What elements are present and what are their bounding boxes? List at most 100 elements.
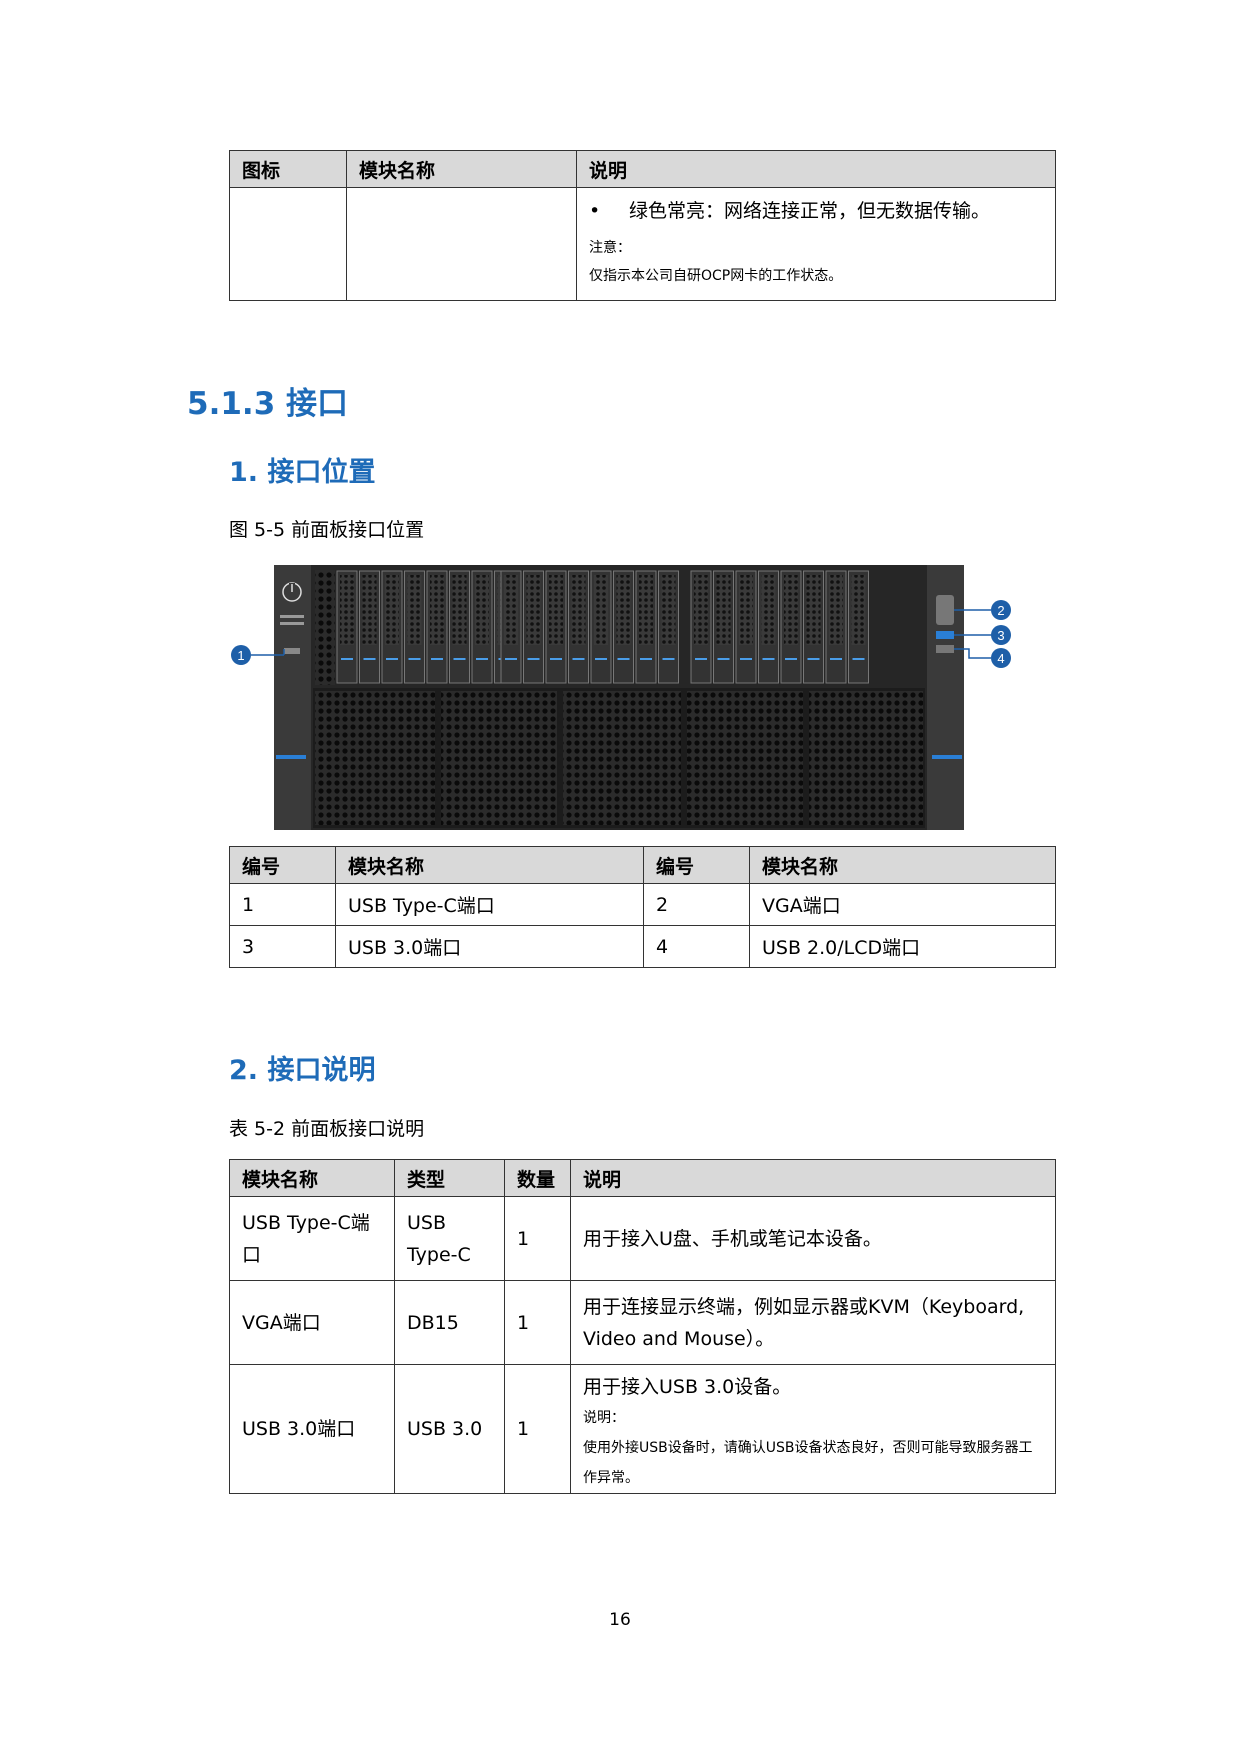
callout-label: 4 [997, 651, 1004, 666]
drive-caddy-grille [716, 575, 731, 645]
cell-module-name: USB Type-C端口 [229, 1196, 395, 1281]
interface-description-table: 模块名称 类型 数量 说明 USB Type-C端口 USB Type-C 1 … [229, 1159, 1056, 1494]
bay-side-grille [315, 570, 335, 685]
note-text: 仅指示本公司自研OCP网卡的工作状态。 [589, 268, 843, 284]
description-text: 用于接入USB 3.0设备。 [583, 1376, 792, 1398]
callout-4: 4 [954, 648, 1011, 668]
cell-module-name: VGA端口 [749, 883, 1056, 926]
fan-grille [563, 691, 681, 825]
drive-led [431, 658, 443, 660]
usb-type-c-port [284, 648, 300, 654]
drive-caddy-grille [829, 575, 843, 645]
drive-led [717, 658, 730, 660]
front-panel-figure: 1 2 3 4 [231, 565, 1011, 830]
drive-caddy-grille [851, 575, 866, 645]
note-title: 注意： [589, 240, 631, 256]
table-header-row: 编号 模块名称 编号 模块名称 [229, 846, 1056, 884]
drive-caddy-grille [739, 575, 753, 645]
callout-3: 3 [954, 625, 1011, 645]
header-module-name: 模块名称 [335, 846, 644, 884]
subsection-heading-location: 1. 接口位置 [229, 457, 376, 488]
bullet-symbol: • [589, 200, 601, 222]
cell-type: USB 3.0 [394, 1364, 505, 1494]
drive-led [572, 658, 585, 660]
cell-description: 用于接入U盘、手机或笔记本设备。 [570, 1196, 1056, 1281]
right-handle-light [932, 755, 962, 759]
drive-led [662, 658, 675, 660]
drive-caddy-grille [761, 575, 776, 645]
cell-module-name [346, 187, 577, 301]
cell-description: 用于接入USB 3.0设备。 说明： 使用外接USB设备时，请确认USB设备状态… [570, 1364, 1056, 1494]
callout-label: 3 [997, 628, 1004, 643]
fan-grille [809, 691, 923, 825]
drive-led [640, 658, 652, 660]
drive-led [386, 658, 398, 660]
note-title: 说明： [583, 1410, 625, 1426]
cell-module-name: USB Type-C端口 [335, 883, 644, 926]
drive-caddy-grille [385, 575, 399, 645]
cell-type: USB Type-C [394, 1196, 505, 1281]
drive-caddy-grille [694, 575, 708, 645]
drive-led [807, 658, 820, 660]
drive-bays [336, 570, 869, 684]
header-number: 编号 [643, 846, 750, 884]
header-module-name: 模块名称 [346, 150, 577, 188]
fan-grille [687, 691, 803, 825]
header-description: 说明 [576, 150, 1056, 188]
header-module-name: 模块名称 [749, 846, 1056, 884]
header-module-name: 模块名称 [229, 1159, 395, 1197]
cell-count: 1 [504, 1364, 571, 1494]
table-row: VGA端口 DB15 1 用于连接显示终端，例如显示器或KVM（Keyboard… [229, 1280, 1056, 1365]
drive-led [785, 658, 797, 660]
drive-caddy-grille [504, 575, 518, 645]
cell-description: 用于连接显示终端，例如显示器或KVM（Keyboard, Video and M… [570, 1280, 1056, 1365]
cell-number: 2 [643, 883, 750, 926]
vga-port [936, 595, 954, 625]
drive-led [527, 658, 540, 660]
drive-caddy-grille [475, 575, 489, 645]
left-ear [274, 565, 311, 830]
header-icon: 图标 [229, 150, 347, 188]
drive-caddy-grille [639, 575, 653, 645]
drive-led [695, 658, 707, 660]
figure-caption: 图 5-5 前面板接口位置 [229, 519, 425, 541]
cell-icon [229, 187, 347, 301]
page-number: 16 [609, 1610, 631, 1630]
subsection-heading-description: 2. 接口说明 [229, 1055, 376, 1086]
drive-caddy-grille [362, 575, 377, 645]
usb2-lcd-port [936, 645, 954, 653]
drive-caddy-grille [616, 575, 631, 645]
table-caption: 表 5-2 前面板接口说明 [229, 1118, 425, 1140]
cell-count: 1 [504, 1196, 571, 1281]
drive-caddy-grille [571, 575, 586, 645]
section-heading: 5.1.3 接口 [187, 386, 349, 422]
table-row: USB 3.0端口 USB 3.0 1 用于接入USB 3.0设备。 说明： 使… [229, 1364, 1056, 1494]
drive-led [476, 658, 488, 660]
drive-caddy-grille [452, 575, 467, 645]
fan-grille [441, 691, 557, 825]
cell-number: 4 [643, 925, 750, 968]
drive-led [453, 658, 466, 660]
drive-caddy-grille [340, 575, 354, 645]
cell-module-name: USB 3.0端口 [335, 925, 644, 968]
drive-caddy-grille [407, 575, 422, 645]
note-text: 使用外接USB设备时，请确认USB设备状态良好，否则可能导致服务器工作异常。 [583, 1440, 1033, 1486]
interface-position-table: 编号 模块名称 编号 模块名称 1 USB Type-C端口 2 VGA端口 3… [229, 846, 1056, 968]
drive-led [363, 658, 376, 660]
drive-caddy-grille [806, 575, 821, 645]
drive-led [408, 658, 421, 660]
table-header-row: 模块名称 类型 数量 说明 [229, 1159, 1056, 1197]
header-description: 说明 [570, 1159, 1056, 1197]
table-row: •绿色常亮：网络连接正常，但无数据传输。 注意： 仅指示本公司自研OCP网卡的工… [229, 187, 1056, 301]
callout-2: 2 [954, 600, 1011, 620]
cell-number: 1 [229, 883, 336, 926]
drive-led [505, 658, 517, 660]
cell-number: 3 [229, 925, 336, 968]
table-header-row: 图标 模块名称 说明 [229, 150, 1056, 188]
cell-description: •绿色常亮：网络连接正常，但无数据传输。 注意： 仅指示本公司自研OCP网卡的工… [576, 187, 1056, 301]
table-row: 3 USB 3.0端口 4 USB 2.0/LCD端口 [229, 925, 1056, 968]
drive-led [550, 658, 562, 660]
callout-label: 1 [237, 648, 244, 663]
drive-caddy-grille [526, 575, 541, 645]
drive-led [762, 658, 775, 660]
